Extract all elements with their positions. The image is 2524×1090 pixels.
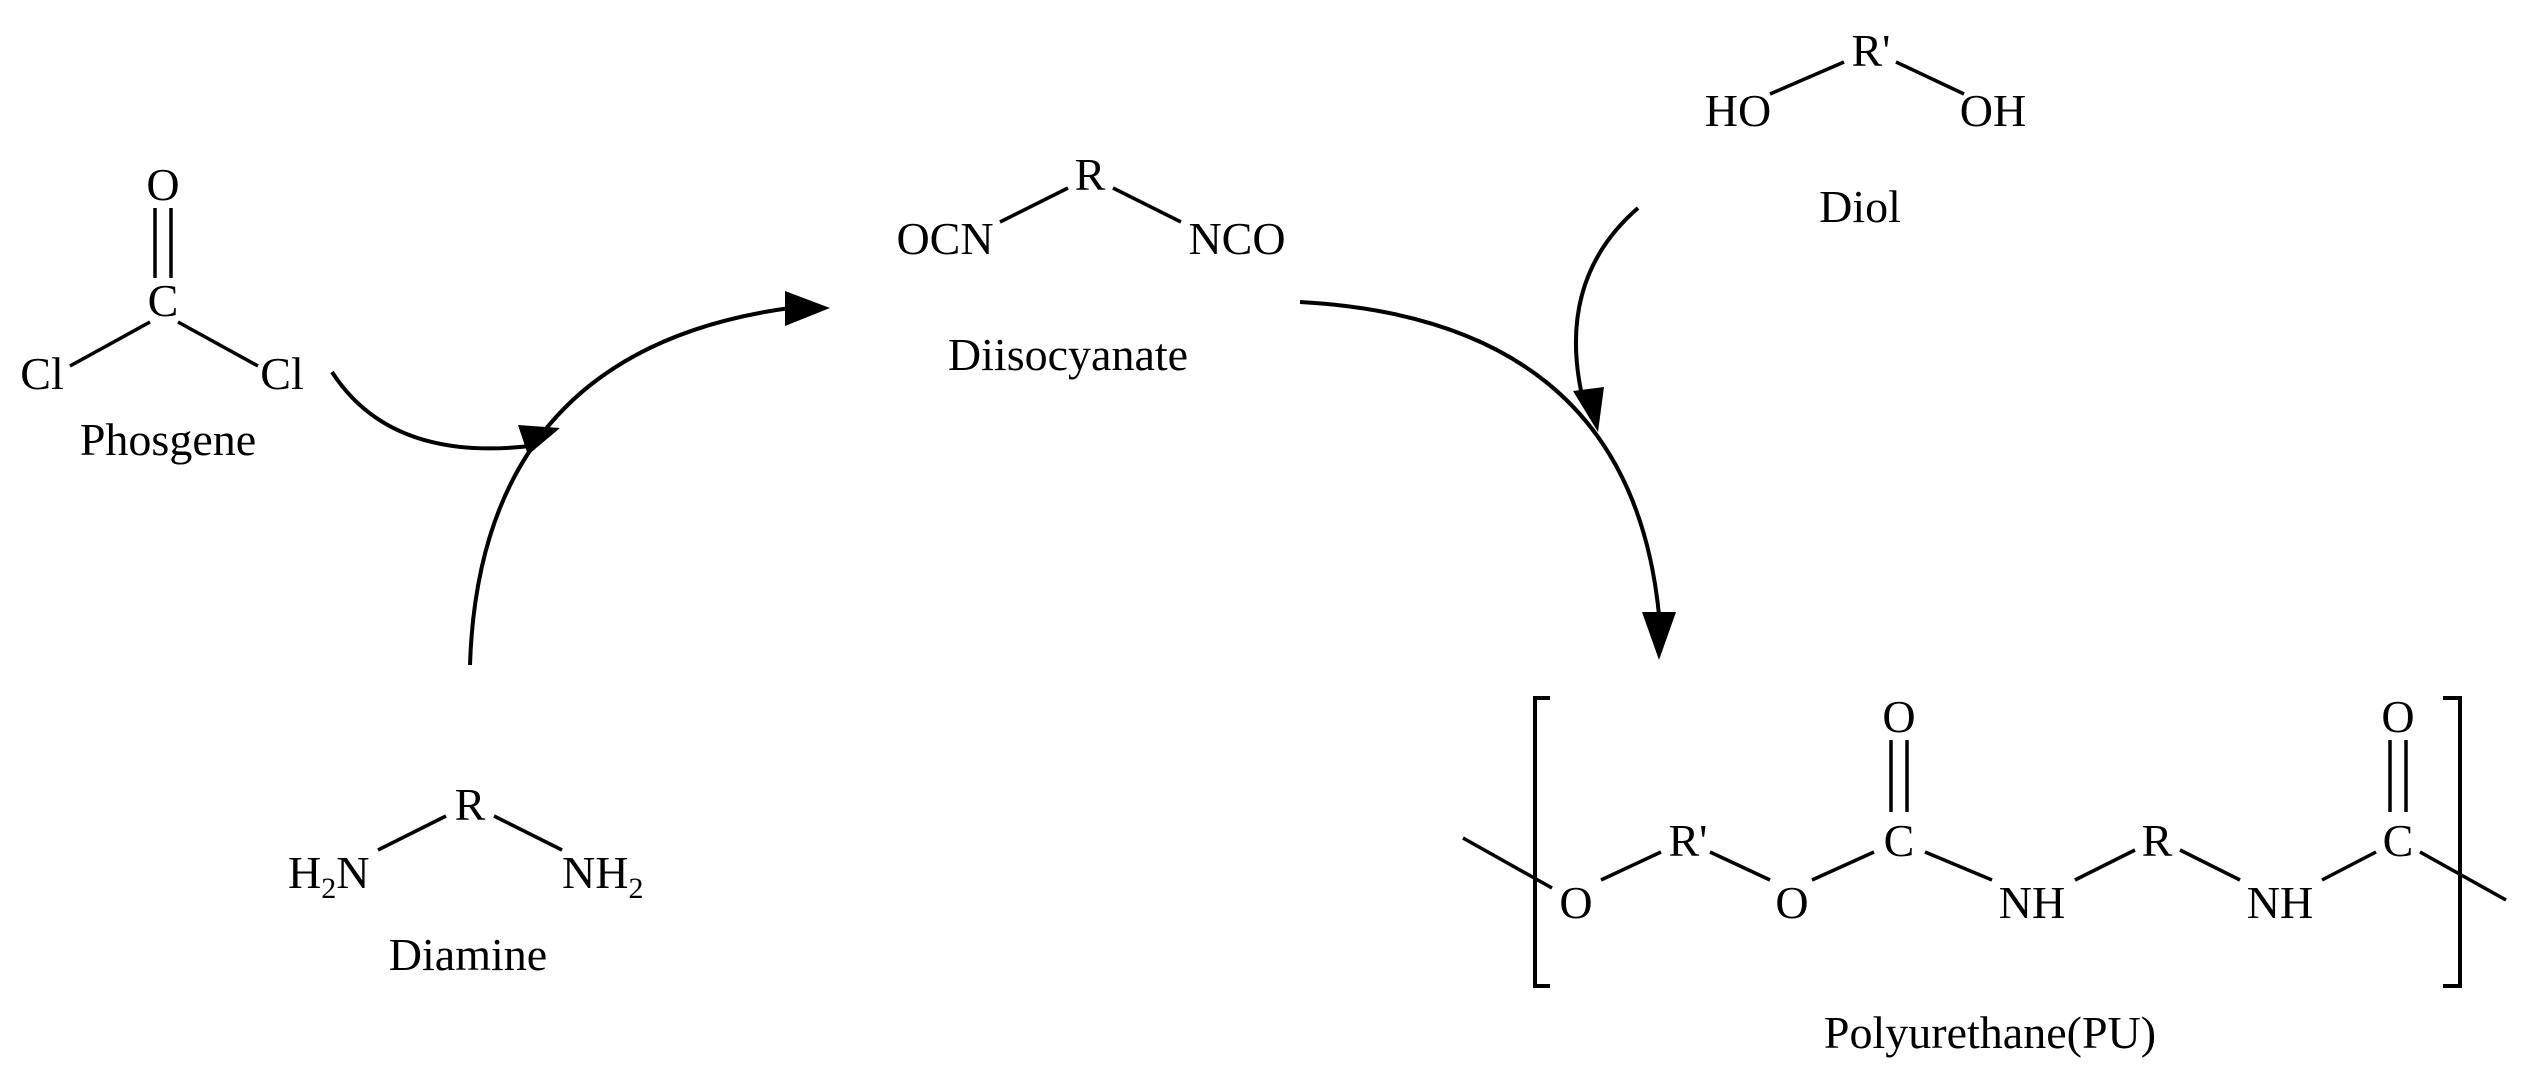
diisocyanate-label: Diisocyanate <box>948 329 1188 380</box>
diamine-atom-r: R <box>455 779 486 830</box>
pu-atom-c1: C <box>1884 815 1915 866</box>
arrow-diisocyanate-curve <box>1299 300 1661 616</box>
arrow-diamine-curve <box>468 306 791 666</box>
pu-atom-c2: C <box>2383 815 2414 866</box>
diamine-nh-subscript: 2 <box>628 872 643 905</box>
diol-atom-ho: HO <box>1705 85 1771 136</box>
pu-bond-nh2-c2 <box>2321 850 2377 882</box>
pu-atom-nh2: NH <box>2247 877 2313 928</box>
diisocyanate-atom-nco: NCO <box>1188 213 1285 264</box>
diol-bond-left <box>1769 60 1845 96</box>
diamine-label: Diamine <box>389 929 547 980</box>
phosgene-bond-right <box>177 320 259 368</box>
phosgene-atom-cl-left: Cl <box>20 348 63 399</box>
arrow-diamine-head <box>785 291 830 326</box>
pu-atom-o2: O <box>1775 877 1808 928</box>
diamine-nh: NH <box>562 847 628 898</box>
diamine-h-subscript: 2 <box>321 872 336 905</box>
diamine-bond-right <box>493 814 563 852</box>
diamine-h: H <box>288 847 321 898</box>
pu-atom-r-prime: R' <box>1669 815 1708 866</box>
diol-structure: R' HO OH Diol <box>1705 25 2026 232</box>
pu-atom-nh1: NH <box>1999 877 2065 928</box>
diamine-bond-left <box>377 814 447 852</box>
phosgene-bond-left <box>69 320 151 368</box>
pu-atom-o-carbonyl2: O <box>2381 691 2414 742</box>
arrow-diisocyanate-head <box>1642 612 1676 660</box>
pu-bond-r-nh2 <box>2179 848 2241 882</box>
diamine-atom-nh2: NH2 <box>562 847 643 905</box>
diamine-structure: R H2N NH2 Diamine <box>288 779 643 980</box>
pu-bracket-right <box>2443 696 2462 988</box>
phosgene-atom-cl-right: Cl <box>260 348 303 399</box>
diamine-n: N <box>336 847 369 898</box>
phosgene-atom-o: O <box>146 159 179 210</box>
polyurethane-structure: O R' O C O NH R NH C O Polyurethane(PU) <box>1462 691 2507 1058</box>
pu-bond-c1-nh1 <box>1924 850 1993 882</box>
diisocyanate-bond-right <box>1112 186 1182 224</box>
arrow-diamine-to-diisocyanate <box>468 291 830 666</box>
arrow-diol-to-product <box>1573 206 1640 432</box>
arrow-diol-head <box>1573 387 1604 432</box>
pu-atom-r: R <box>2142 815 2173 866</box>
pu-atom-o1: O <box>1559 877 1592 928</box>
pu-bracket-left <box>1533 696 1550 988</box>
pu-bond-end-left <box>1462 836 1553 890</box>
diol-atom-r-prime: R' <box>1852 25 1891 76</box>
pu-bond-o1-rprime <box>1600 850 1662 882</box>
diamine-atom-h2n: H2N <box>288 847 369 905</box>
pu-bond-nh1-r <box>2074 848 2136 882</box>
arrow-phosgene-to-diamine-arc <box>330 370 560 455</box>
pu-bond-end-right <box>2419 850 2507 902</box>
phosgene-structure: O C Cl Cl Phosgene <box>20 159 303 465</box>
pu-bond-o2-c1 <box>1811 850 1875 882</box>
diisocyanate-atom-ocn: OCN <box>896 213 993 264</box>
arrow-diisocyanate-to-product <box>1299 300 1676 660</box>
phosgene-label: Phosgene <box>80 414 256 465</box>
pu-atom-o-carbonyl1: O <box>1882 691 1915 742</box>
phosgene-atom-c: C <box>148 275 179 326</box>
diol-label: Diol <box>1819 181 1901 232</box>
arrow-diol-curve <box>1573 206 1640 401</box>
diisocyanate-structure: R OCN NCO Diisocyanate <box>896 149 1285 380</box>
arrow-phosgene-curve <box>330 370 531 451</box>
pu-label: Polyurethane(PU) <box>1824 1007 2156 1058</box>
diol-atom-oh: OH <box>1960 85 2026 136</box>
diol-bond-right <box>1895 60 1965 96</box>
pu-bond-rprime-o2 <box>1709 850 1771 882</box>
diisocyanate-atom-r: R <box>1075 149 1106 200</box>
diisocyanate-bond-left <box>999 186 1069 224</box>
